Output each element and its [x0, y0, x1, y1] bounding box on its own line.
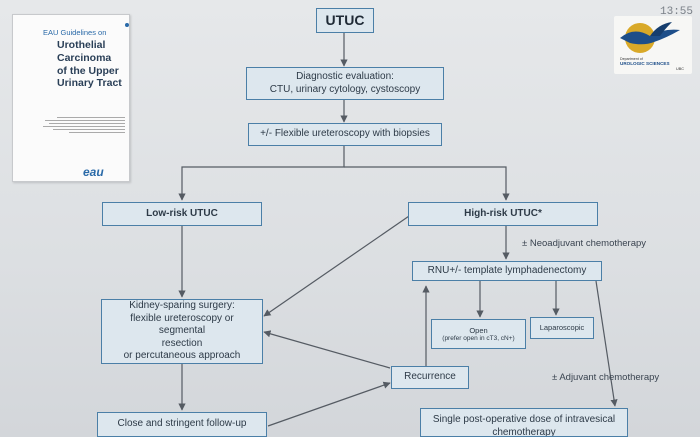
laparoscopic-surgery-node: Laparoscopic [530, 317, 594, 339]
diagnostic-line: CTU, urinary cytology, cystoscopy [269, 83, 421, 95]
department-logo: Department of UROLOGIC SCIENCES UBC [614, 16, 692, 74]
booklet-eau-label: EAU Guidelines on [43, 28, 107, 37]
kidney-sparing-line: Kidney-sparing surgery: [129, 300, 235, 312]
kidney-sparing-line: resection [161, 337, 203, 349]
open-note: (prefer open in cT3, cN+) [442, 334, 515, 342]
kidney-sparing-line: or percutaneous approach [123, 350, 241, 362]
arrow-rnu-to-single-dose [595, 280, 618, 407]
author-line [69, 132, 125, 133]
arrow-to-high-risk [344, 166, 510, 201]
single-dose-line: Single post-operative dose of intravesic… [432, 414, 616, 425]
author-line [57, 117, 125, 118]
eau-logo: eau [83, 165, 104, 179]
booklet-accent-dot [125, 23, 129, 27]
flexible-ureteroscopy-biopsy-node: +/- Flexible ureteroscopy with biopsies [248, 123, 442, 146]
author-line [43, 126, 125, 127]
ubc-eagle-logo-icon [620, 22, 680, 53]
author-line [45, 120, 125, 121]
author-line [53, 129, 125, 130]
kidney-sparing-line: flexible ureteroscopy or segmental [130, 312, 234, 337]
booklet-title-line: Carcinoma [57, 51, 112, 64]
guideline-booklet-cover: EAU Guidelines on Urothelial Carcinoma o… [12, 14, 130, 182]
single-dose-intravesical-node: Single post-operative dose of intravesic… [420, 408, 628, 437]
department-label: Department of [620, 57, 643, 61]
low-risk-utuc-node: Low-risk UTUC [102, 202, 262, 226]
diagnostic-evaluation-node: Diagnostic evaluation: CTU, urinary cyto… [246, 67, 444, 100]
kidney-sparing-surgery-node: Kidney-sparing surgery: flexible uretero… [101, 299, 263, 364]
arrow-recurrence-to-kidney-sparing [263, 330, 391, 369]
single-dose-line: chemotherapy [492, 426, 556, 437]
author-line [49, 123, 125, 124]
diagnostic-line: Diagnostic evaluation: [296, 71, 394, 82]
rnu-lymphadenectomy-node: RNU+/- template lymphadenectomy [412, 261, 602, 281]
open-label: Open [469, 325, 488, 335]
high-risk-utuc-node: High-risk UTUC* [408, 202, 598, 226]
recurrence-node: Recurrence [391, 366, 469, 389]
arrow-to-low-risk [178, 146, 345, 201]
arrow-follow-up-to-recurrence [267, 381, 391, 427]
booklet-title-line: Urothelial [57, 39, 106, 51]
timestamp: 13:55 [660, 6, 694, 18]
neoadjuvant-chemotherapy-label: ± Neoadjuvant chemotherapy [522, 238, 647, 249]
booklet-author-list [39, 115, 125, 135]
arrow-high-risk-to-kidney-sparing [263, 213, 413, 317]
department-name: UROLOGIC SCIENCES [620, 61, 670, 66]
adjuvant-chemotherapy-label: ± Adjuvant chemotherapy [552, 372, 660, 383]
booklet-title: Urothelial Carcinoma of the Upper Urinar… [57, 39, 131, 90]
utuc-node: UTUC [316, 8, 374, 33]
open-surgery-node: Open (prefer open in cT3, cN+) [431, 319, 526, 349]
booklet-title-line: of the Upper [57, 64, 119, 77]
university-abbr: UBC [676, 67, 685, 71]
booklet-title-line: Urinary Tract [57, 77, 122, 90]
follow-up-node: Close and stringent follow-up [97, 412, 267, 437]
